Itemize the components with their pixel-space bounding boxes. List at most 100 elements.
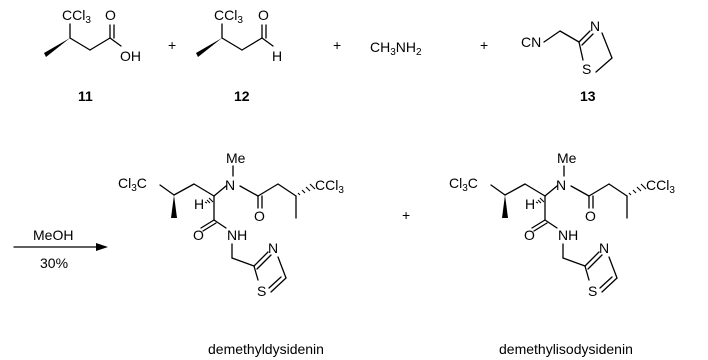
bond xyxy=(544,185,558,197)
bond xyxy=(601,32,613,59)
plus-sign: + xyxy=(480,37,488,53)
oxygen-label: O xyxy=(254,208,265,224)
compound-number-12: 12 xyxy=(234,88,250,104)
compound-13: CN N S 13 xyxy=(521,18,613,104)
bond xyxy=(531,219,546,229)
bond xyxy=(562,257,586,267)
nitrile-label: CN xyxy=(521,34,541,50)
bond xyxy=(270,277,287,293)
bond xyxy=(544,219,558,229)
methylamine-label: CH3NH2 xyxy=(370,39,422,58)
nitrogen-label: N xyxy=(599,240,609,256)
bond xyxy=(581,33,594,46)
bond xyxy=(159,184,175,196)
methyl-label: Me xyxy=(557,150,577,166)
bond xyxy=(231,257,255,267)
ccl3-label: CCl3 xyxy=(315,177,344,196)
bond xyxy=(608,183,628,197)
bond xyxy=(277,256,287,279)
bond xyxy=(578,41,584,61)
hashed-bond xyxy=(297,183,316,196)
bond xyxy=(524,183,546,197)
hashed-bond xyxy=(535,197,545,204)
bond xyxy=(257,183,279,197)
bond xyxy=(221,37,243,51)
yield-label: 30% xyxy=(40,255,68,271)
bond xyxy=(202,222,217,232)
plus-sign: + xyxy=(333,37,341,53)
hydroxyl-label: OH xyxy=(120,48,141,64)
oxygen-label: O xyxy=(258,7,269,23)
plus-sign: + xyxy=(168,37,176,53)
cl3c-label: Cl3C xyxy=(449,175,478,194)
wedge-bond xyxy=(171,195,177,218)
oxygen-label: O xyxy=(105,7,116,23)
bond xyxy=(578,30,591,43)
wedge-bond xyxy=(502,195,508,218)
alpha-hydrogen-label: H xyxy=(194,196,204,212)
product-demethyldysidenin: Cl3C N Me O CCl3 H O NH xyxy=(118,150,344,357)
hashed-bond xyxy=(628,183,647,196)
methylamine: CH3NH2 xyxy=(370,39,422,58)
bond xyxy=(268,276,282,289)
bond xyxy=(543,30,561,43)
bond xyxy=(277,183,297,197)
bond xyxy=(601,277,618,293)
solvent-label: MeOH xyxy=(33,227,73,243)
ccl3-label: CCl3 xyxy=(214,7,243,26)
bond xyxy=(109,37,122,47)
oxygen-label: O xyxy=(193,227,204,243)
nitrogen-label: N xyxy=(556,177,566,193)
bond xyxy=(253,265,259,281)
product-demethylisodysidenin: Cl3C N Me O CCl3 H O NH xyxy=(449,150,675,357)
nitrogen-label: N xyxy=(225,177,235,193)
bond xyxy=(584,251,600,267)
nitrogen-label: N xyxy=(590,18,600,34)
bond xyxy=(173,183,195,196)
hydrogen-label: H xyxy=(272,48,282,64)
product-name-2: demethylisodysidenin xyxy=(499,341,633,357)
nitrogen-label: N xyxy=(268,240,278,256)
bond xyxy=(608,256,618,279)
methyl-label: Me xyxy=(226,150,246,166)
cl3c-label: Cl3C xyxy=(118,175,147,194)
bond xyxy=(599,276,613,289)
compound-11: CCl3 O OH 11 xyxy=(44,7,141,104)
sulfur-label: S xyxy=(588,283,597,299)
alpha-hydrogen-label: H xyxy=(525,196,535,212)
product-name-1: demethyldysidenin xyxy=(208,341,324,357)
bond xyxy=(587,254,603,270)
bond xyxy=(261,37,274,47)
bond xyxy=(213,185,227,197)
bond xyxy=(193,183,215,197)
bond xyxy=(69,37,91,51)
bond xyxy=(200,219,215,229)
compound-number-13: 13 xyxy=(580,88,596,104)
sulfur-label: S xyxy=(582,61,591,77)
arrow-head xyxy=(96,243,108,251)
bond xyxy=(570,185,590,197)
oxygen-label: O xyxy=(585,208,596,224)
bond xyxy=(584,265,590,281)
compound-12: CCl3 O H 12 xyxy=(196,7,282,104)
ccl3-label: CCl3 xyxy=(646,177,675,196)
plus-sign: + xyxy=(402,207,410,223)
ccl3-label: CCl3 xyxy=(62,7,91,26)
bond xyxy=(213,219,227,229)
bond xyxy=(504,183,526,196)
bond xyxy=(256,254,272,270)
bond xyxy=(239,185,259,197)
oxygen-label: O xyxy=(524,227,535,243)
bond xyxy=(588,183,610,197)
compound-number-11: 11 xyxy=(78,88,93,104)
bond xyxy=(490,184,506,196)
bond xyxy=(533,222,548,232)
hashed-bond xyxy=(204,197,214,204)
wedge-bond xyxy=(196,38,222,57)
amide-nh-label: NH xyxy=(227,227,247,243)
bond xyxy=(253,251,269,267)
bond xyxy=(241,37,263,51)
bond xyxy=(559,30,580,43)
